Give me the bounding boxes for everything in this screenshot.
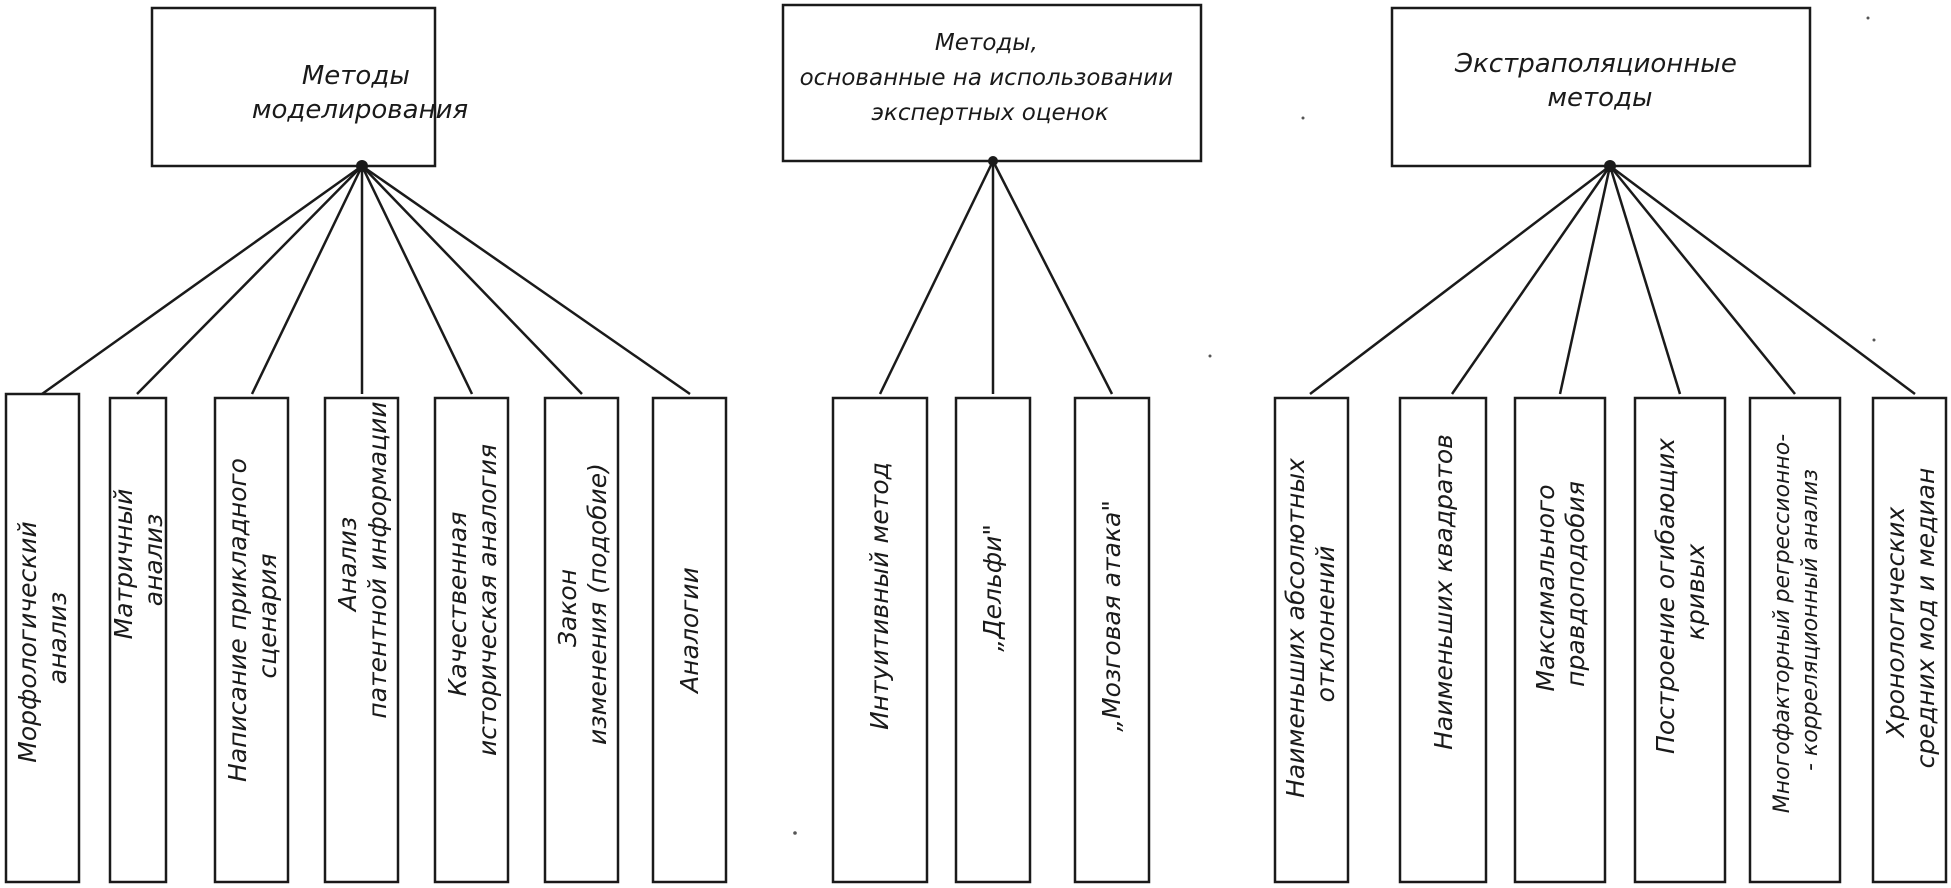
- hub-dot: [1604, 160, 1616, 172]
- group-modeling: Методы моделирования: [150, 6, 468, 168]
- svg-text:Многофакторный регрессионно-: Многофакторный регрессионно- - корреляци…: [1770, 427, 1823, 813]
- connector: [41, 164, 363, 396]
- svg-text:Интуитивный метод: Интуитивный метод: [865, 462, 894, 730]
- svg-text:„Мозговая атака": „Мозговая атака": [1097, 500, 1126, 732]
- svg-text:Анализ патентной информа: Анализ патентной информации: [333, 401, 392, 718]
- leaf-box: Закон изменения (подобие): [543, 396, 620, 884]
- leaf-box: Качественная историческая аналогия: [433, 396, 510, 884]
- svg-text:„Дельфи": „Дельфи": [978, 524, 1007, 652]
- group-extrapolation-title: Экстраполяционные методы: [1454, 49, 1745, 113]
- connector: [360, 165, 474, 395]
- connector: [991, 160, 1114, 395]
- leaf-box: Построение огибающих кривых: [1633, 396, 1727, 884]
- leaf-box: Морфологический анализ: [4, 392, 81, 884]
- leaf-box: Матричный анализ: [108, 396, 168, 884]
- connector: [136, 165, 363, 395]
- group-extrapolation-box: [1390, 6, 1812, 168]
- scan-speck: [1208, 354, 1212, 358]
- group-expert-title: Методы, основанные на использовании эксп…: [800, 30, 1181, 126]
- svg-text:Качественная историческа: Качественная историческая аналогия: [443, 444, 502, 756]
- svg-text:Построение огибающих кри: Построение огибающих кривых: [1651, 430, 1710, 754]
- leaf-box: „Дельфи": [954, 396, 1032, 884]
- svg-text:Морфологический анализ: Морфологический анализ: [13, 513, 72, 763]
- leaf-box: Анализ патентной информации: [323, 396, 400, 884]
- connector: [250, 165, 364, 395]
- leaf-box: Наименьших абсолютных отклонений: [1273, 396, 1350, 884]
- connector: [1608, 165, 1682, 395]
- group-extrapolation: Экстраполяционные методы: [1390, 6, 1812, 168]
- connector: [361, 164, 691, 396]
- group-modeling-title: Методы моделирования: [252, 61, 468, 125]
- leaf-box: Максимального правдоподобия: [1513, 396, 1607, 884]
- svg-text:Наименьших квадратов: Наименьших квадратов: [1429, 434, 1458, 750]
- connector: [1609, 165, 1796, 395]
- connectors: [41, 160, 1916, 396]
- hub-dot: [356, 160, 368, 172]
- scan-speck: [1301, 116, 1305, 120]
- leaf-box: „Мозговая атака": [1073, 396, 1151, 884]
- svg-text:Написание прикладного сц: Написание прикладного сценария: [223, 450, 282, 782]
- leaf-box: Наименьших квадратов: [1398, 396, 1488, 884]
- group-modeling-box: [150, 6, 437, 168]
- connector: [878, 160, 995, 395]
- svg-text:Аналогии: Аналогии: [675, 567, 704, 695]
- svg-text:Наименьших абсолютных от: Наименьших абсолютных отклонений: [1281, 450, 1340, 798]
- leaf-box: Интуитивный метод: [831, 396, 929, 884]
- svg-text:Хронологических средних: Хронологических средних мод и медиан: [1881, 468, 1940, 769]
- leaf-box: Многофакторный регрессионно- - корреляци…: [1748, 396, 1842, 884]
- connector: [1558, 165, 1612, 395]
- svg-text:Закон изменения (подобие: Закон изменения (подобие): [553, 463, 612, 745]
- leaf-box: Аналогии: [651, 396, 728, 884]
- scan-speck: [1872, 338, 1876, 342]
- connector: [361, 165, 583, 395]
- scan-speck: [1866, 16, 1870, 20]
- connector: [1309, 165, 1611, 395]
- connector: [1450, 165, 1612, 395]
- group-expert: Методы, основанные на использовании эксп…: [781, 3, 1203, 163]
- svg-text:Матричный анализ: Матричный анализ: [109, 481, 168, 640]
- group-expert-box: [781, 3, 1203, 163]
- leaf-box: Хронологических средних мод и медиан: [1871, 396, 1948, 884]
- connector: [1609, 164, 1916, 396]
- leaf-box: Написание прикладного сценария: [213, 396, 290, 884]
- hub-dot: [988, 156, 998, 166]
- scan-speck: [793, 831, 797, 835]
- svg-text:Максимального правдоподо: Максимального правдоподобия: [1531, 477, 1590, 692]
